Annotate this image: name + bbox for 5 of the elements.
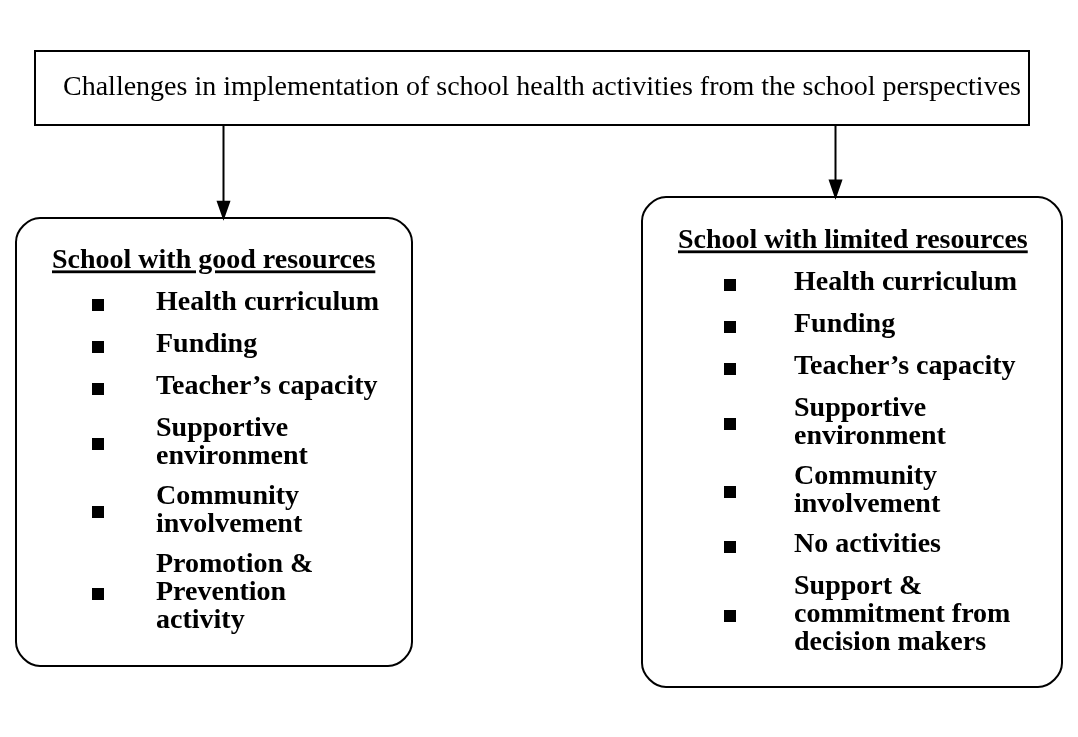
node-box: School with limited resources Health curriculum Funding Teacher’s capacity Supportive environment Community involvement No activities Support & commitment from decision makers [641, 195, 1063, 688]
node-box: Challenges in implementation of school health activities from the school perspectives [34, 49, 1030, 126]
node-box: School with good resources Health curriculum Funding Teacher’s capacity Supportive environment Community involvement Promotion & Prevention activity [15, 216, 413, 667]
arrow [216, 123, 231, 221]
arrow [828, 123, 843, 200]
